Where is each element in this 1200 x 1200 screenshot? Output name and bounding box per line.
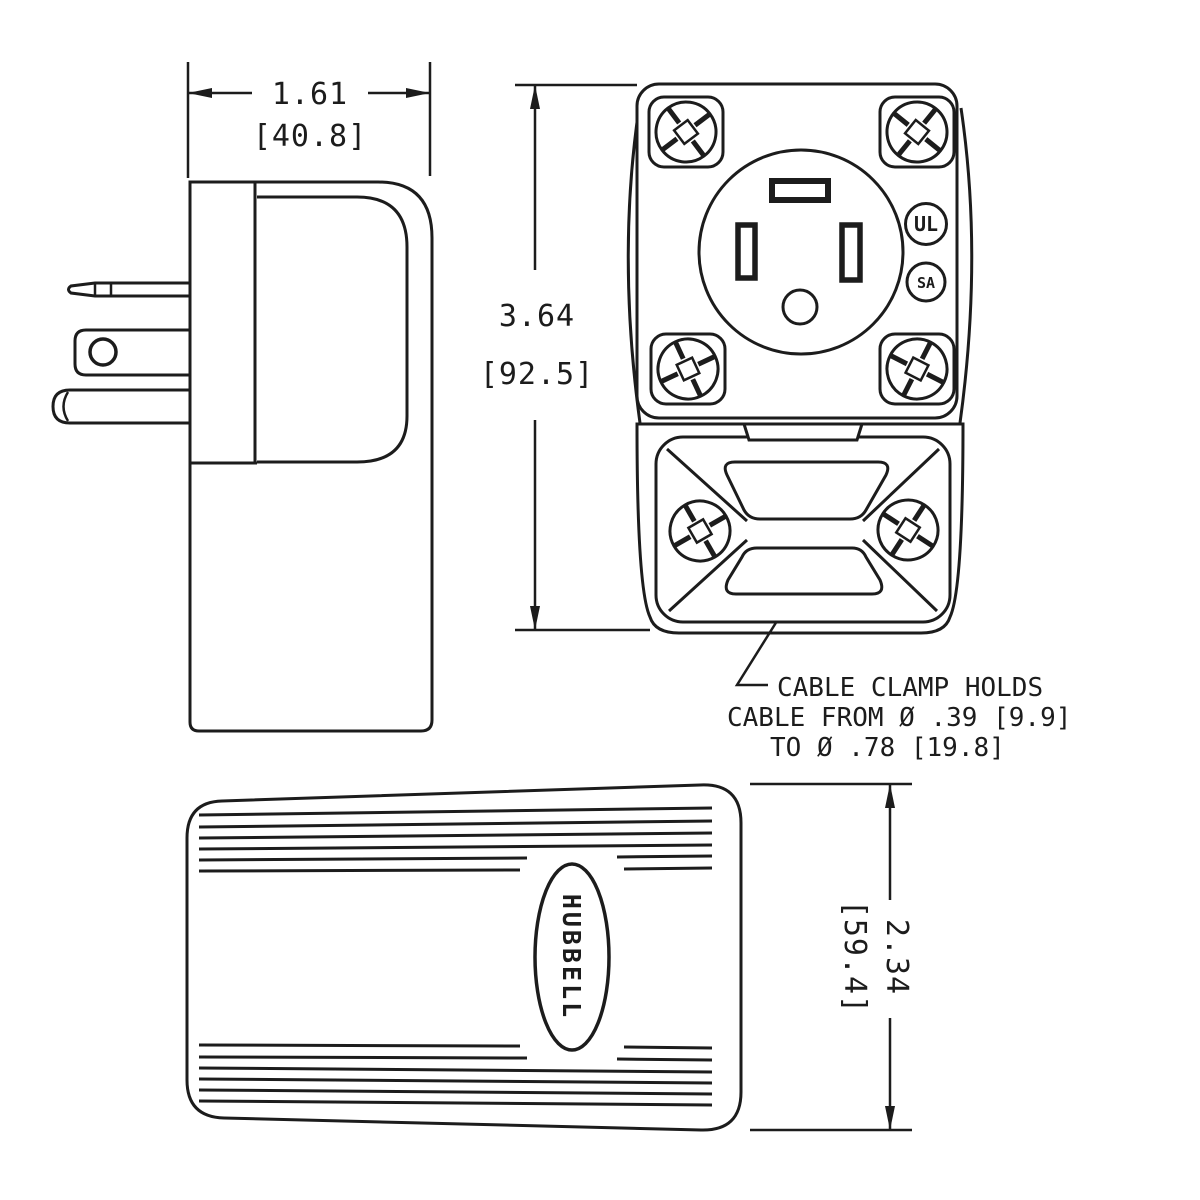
screw-pad-tl — [647, 95, 725, 169]
cover-seam — [257, 195, 409, 464]
height-inches-label: 3.64 — [499, 299, 575, 334]
arrowhead-bottom — [885, 1106, 895, 1130]
neutral-slot — [769, 178, 831, 203]
line-slot-left — [735, 222, 758, 281]
note-line-3: TO Ø .78 [19.8] — [770, 733, 1005, 763]
depth-inches-label: 2.34 — [879, 919, 914, 995]
ground-hole — [781, 288, 819, 326]
clamp-rib-bl — [667, 538, 749, 613]
side-body-outline — [188, 180, 434, 733]
round-pin-prong — [51, 388, 190, 425]
ul-mark-label: UL — [914, 212, 938, 236]
hubbell-logo-label: HUBBELL — [557, 894, 586, 1020]
ul-mark: UL — [904, 202, 948, 246]
note-line-1: CABLE CLAMP HOLDS — [777, 673, 1043, 703]
screw-pad-bl — [649, 332, 727, 406]
screw-pad-br — [878, 332, 956, 406]
clamp-rib-tr — [861, 447, 941, 523]
front-view: UL SA 3.64 [92.5] CABLE CLAMP HOLDS CABL… — [480, 82, 1071, 763]
line-slot-right — [839, 222, 863, 283]
width-mm-label: [40.8] — [253, 119, 367, 154]
note-line-2: CABLE FROM Ø .39 [9.9] — [727, 703, 1071, 733]
screw-pad-tr — [878, 95, 956, 169]
depth-mm-label: [59.4] — [837, 900, 872, 1014]
receptacle-circle — [697, 148, 905, 356]
hinge-tab — [742, 423, 864, 442]
clamp-rib-br — [861, 538, 939, 613]
csa-mark-label: SA — [917, 274, 935, 292]
height-dimension: 3.64 [92.5] — [480, 83, 650, 632]
blade-hole — [88, 337, 118, 367]
arrowhead-right — [406, 88, 430, 98]
bottom-view: HUBBELL 2.34 [59.4] — [185, 782, 914, 1132]
width-dimension: 1.61 [40.8] — [186, 62, 432, 178]
clamp-slot-lower — [724, 546, 884, 596]
arrowhead-bottom — [530, 606, 540, 630]
arrowhead-top — [885, 784, 895, 808]
width-inches-label: 1.61 — [272, 77, 348, 112]
csa-mark: SA — [905, 261, 947, 303]
cable-clamp — [635, 422, 965, 635]
body-bulge-left — [626, 107, 642, 424]
leader-line — [734, 620, 779, 687]
grip-ridges-top — [198, 806, 713, 873]
grip-ridges-bottom — [198, 1043, 713, 1107]
arrowhead-top — [530, 85, 540, 109]
clamp-rib-tl — [665, 447, 749, 523]
clamp-slot-upper — [723, 460, 890, 521]
receptacle-face: UL SA — [635, 82, 959, 420]
wide-blade-prong — [73, 328, 190, 377]
cable-clamp-note: CABLE CLAMP HOLDS CABLE FROM Ø .39 [9.9]… — [727, 620, 1071, 763]
arrowhead-left — [188, 88, 212, 98]
height-mm-label: [92.5] — [480, 357, 594, 392]
body-bulge-right — [958, 107, 974, 424]
depth-dimension: 2.34 [59.4] — [750, 782, 914, 1132]
hubbell-logo: HUBBELL — [533, 862, 611, 1052]
side-view: 1.61 [40.8] — [51, 62, 434, 733]
flat-blade-prong — [67, 281, 190, 298]
